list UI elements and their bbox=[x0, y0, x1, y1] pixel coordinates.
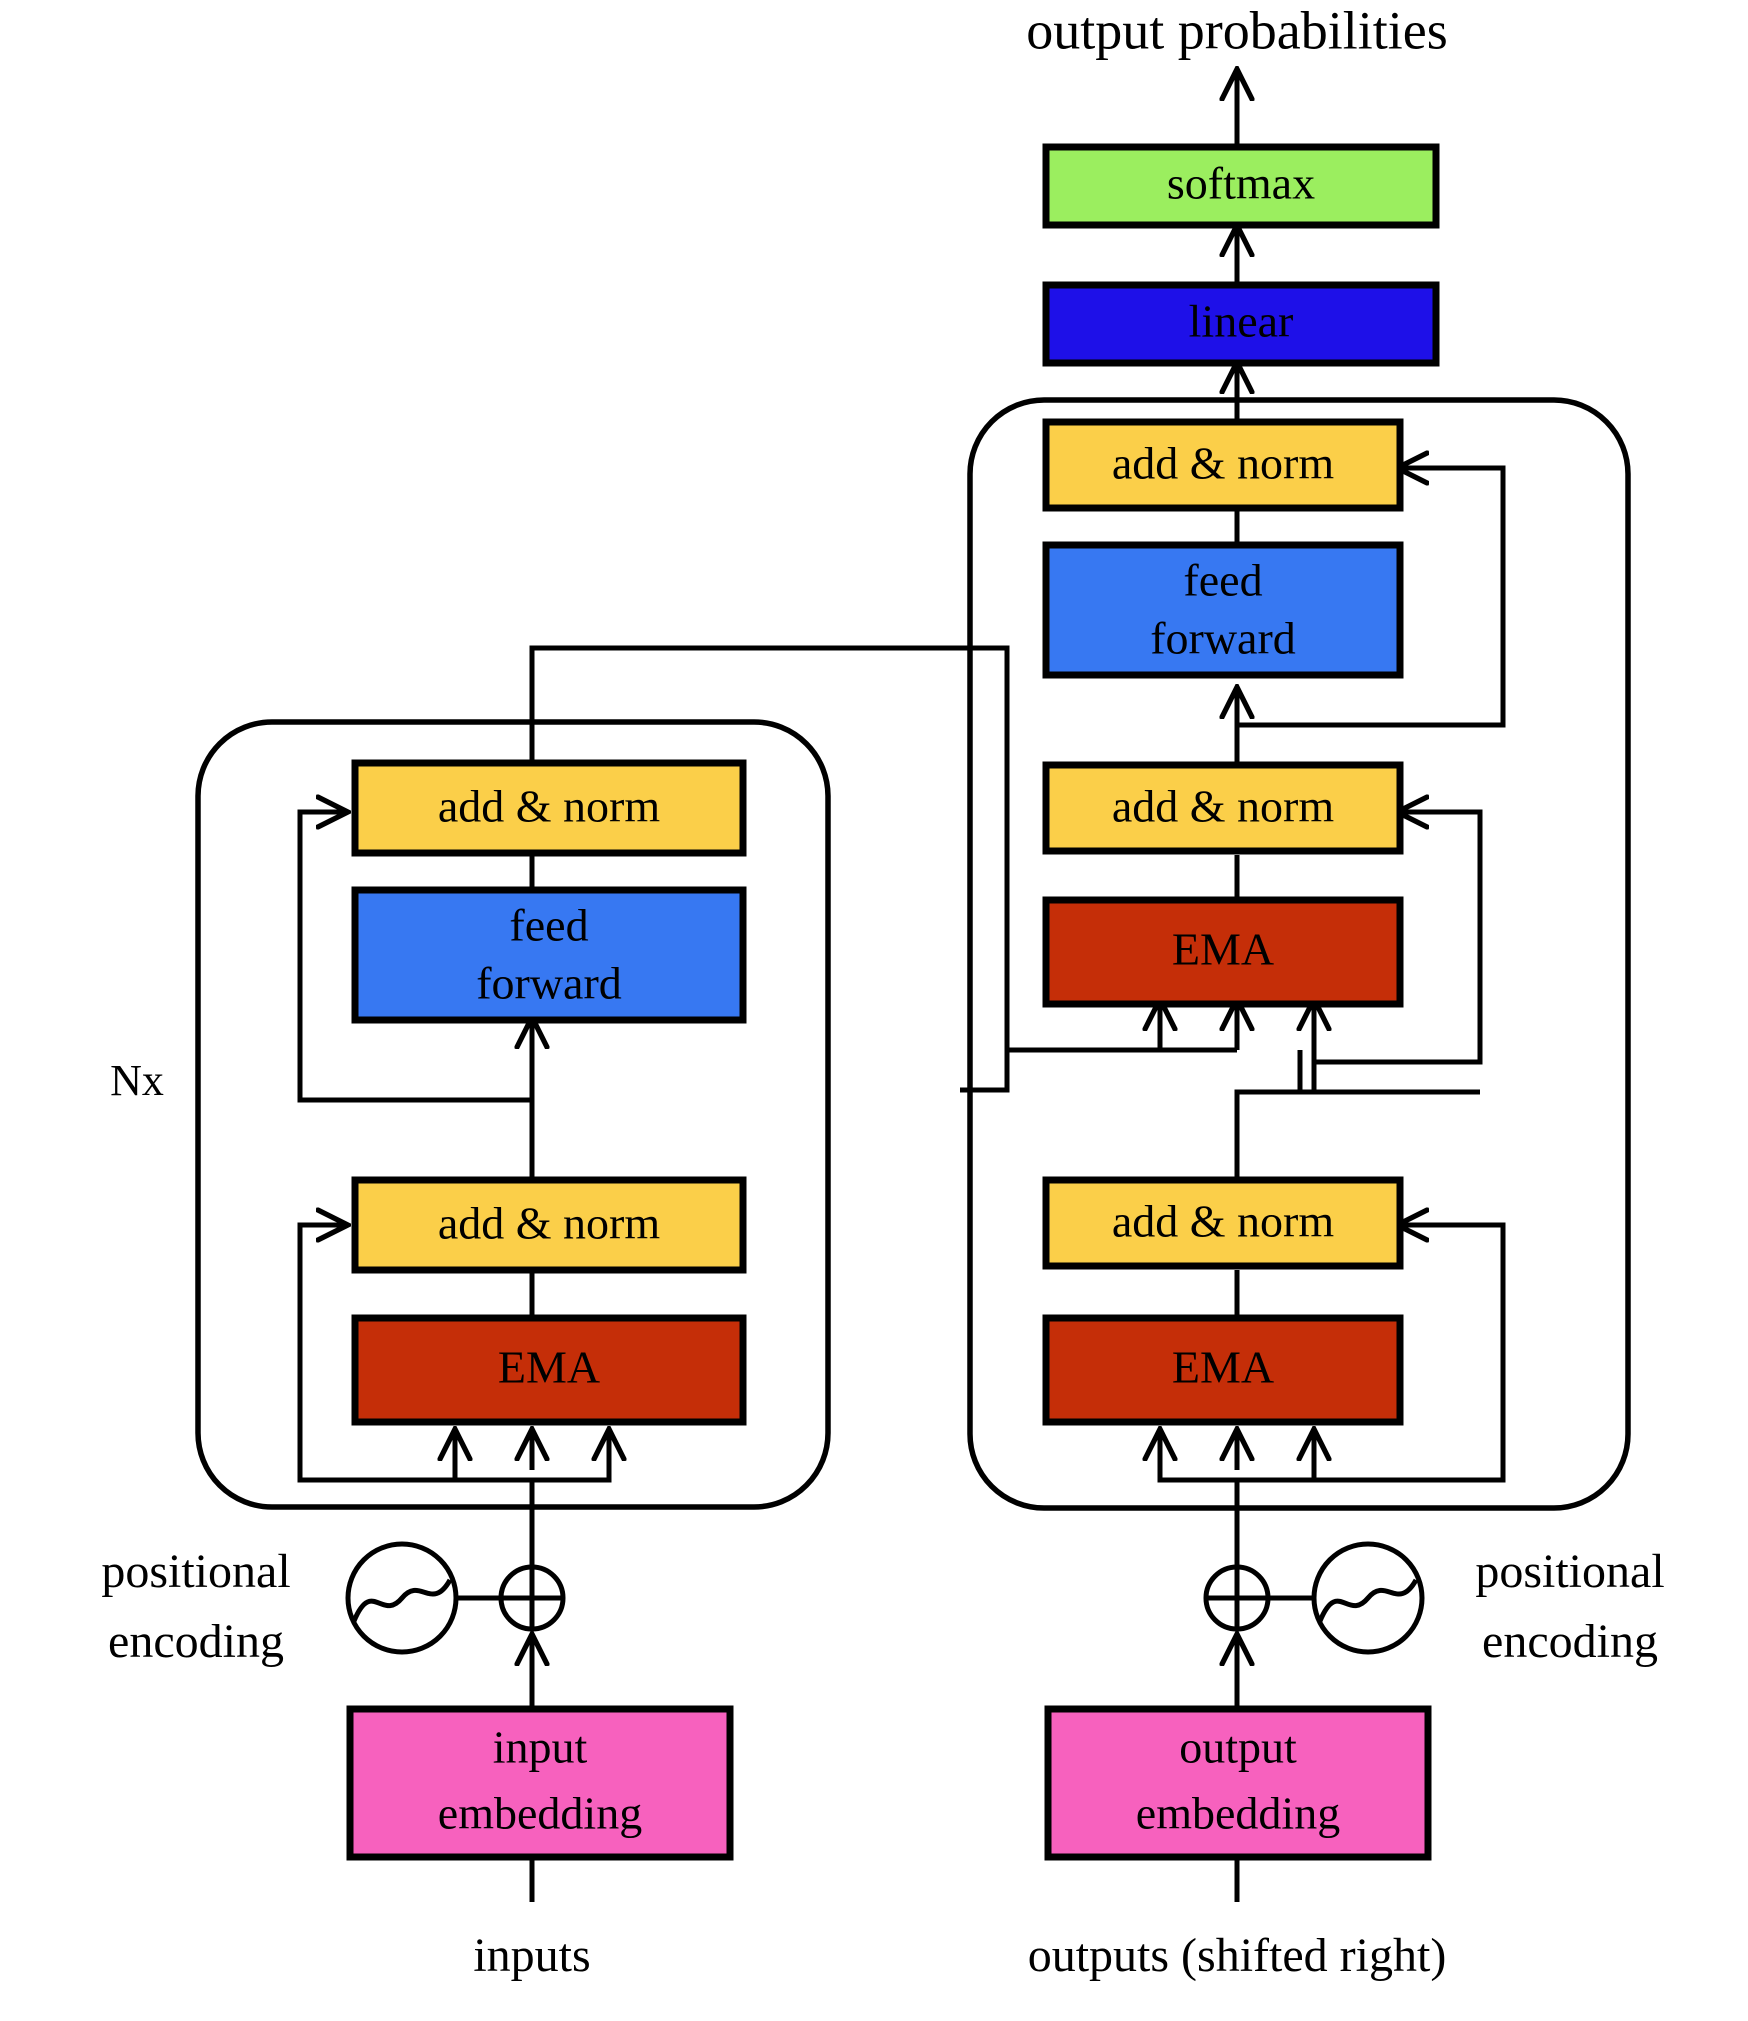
inputs-label: inputs bbox=[473, 1929, 590, 1982]
linear-label: linear bbox=[1189, 296, 1294, 347]
block-enc-ema[interactable]: EMA bbox=[351, 1314, 747, 1426]
encoder-sine-wave-icon bbox=[351, 1578, 453, 1622]
dec-feed-forward-rect[interactable] bbox=[1042, 541, 1404, 679]
block-dec-add-norm-3[interactable]: add & norm bbox=[1042, 418, 1404, 512]
block-dec-ema-self[interactable]: EMA bbox=[1042, 1314, 1404, 1426]
wire-decoder-residual-2 bbox=[1314, 812, 1483, 1065]
dec-feed-forward-label-2: forward bbox=[1150, 613, 1296, 664]
block-linear[interactable]: linear bbox=[1042, 281, 1440, 367]
wire-decoder-residual-3 bbox=[1237, 468, 1506, 728]
input-embedding-label-2: embedding bbox=[438, 1788, 642, 1839]
enc-ema-rect[interactable] bbox=[351, 1314, 747, 1426]
output-embedding-label-2: embedding bbox=[1136, 1788, 1340, 1839]
outputs-shifted-label: outputs (shifted right) bbox=[1028, 1929, 1447, 1982]
enc-ema-label: EMA bbox=[498, 1342, 600, 1393]
wire-decoder-residual-1 bbox=[1237, 1225, 1506, 1483]
block-dec-feed-forward[interactable]: feed forward bbox=[1042, 541, 1404, 679]
dec-add-norm-3-rect[interactable] bbox=[1042, 418, 1404, 512]
encoder-plus-operator bbox=[498, 1564, 566, 1632]
block-enc-feed-forward[interactable]: feed forward bbox=[351, 886, 747, 1024]
block-enc-add-norm-2[interactable]: add & norm bbox=[351, 759, 747, 857]
enc-add-norm-2-rect[interactable] bbox=[351, 759, 747, 857]
dec-add-norm-3-label: add & norm bbox=[1112, 438, 1335, 489]
input-embedding-label-1: input bbox=[493, 1722, 588, 1773]
output-embedding-label-1: output bbox=[1179, 1722, 1297, 1773]
block-output-embedding[interactable]: output embedding bbox=[1044, 1705, 1432, 1861]
block-input-embedding[interactable]: input embedding bbox=[346, 1705, 734, 1861]
enc-feed-forward-label-1: feed bbox=[509, 900, 588, 951]
dec-ema-cross-rect[interactable] bbox=[1042, 896, 1404, 1008]
output-probabilities-label: output probabilities bbox=[1026, 0, 1447, 60]
input-embedding-rect[interactable] bbox=[346, 1705, 734, 1861]
decoder-plus-operator bbox=[1203, 1564, 1271, 1632]
decoder-positional-encoding-label-1: positional bbox=[1475, 1545, 1664, 1598]
block-softmax[interactable]: softmax bbox=[1042, 143, 1440, 229]
dec-ema-self-rect[interactable] bbox=[1042, 1314, 1404, 1426]
dec-feed-forward-label-1: feed bbox=[1183, 555, 1262, 606]
encoder-positional-encoding-label-1: positional bbox=[101, 1545, 290, 1598]
enc-add-norm-1-rect[interactable] bbox=[351, 1176, 747, 1274]
encoder-nx-label: Nx bbox=[110, 1056, 164, 1105]
encoder-plus-glyph bbox=[503, 1569, 561, 1627]
encoder-positional-encoding-icon bbox=[345, 1541, 459, 1655]
dec-add-norm-2-label: add & norm bbox=[1112, 781, 1335, 832]
wire-decoder-encoder-memory-in bbox=[1004, 1047, 1160, 1090]
block-dec-ema-cross[interactable]: EMA bbox=[1042, 896, 1404, 1008]
enc-add-norm-1-label: add & norm bbox=[438, 1198, 661, 1249]
encoder-stack-container bbox=[195, 719, 831, 1510]
enc-feed-forward-label-2: forward bbox=[476, 958, 622, 1009]
linear-rect[interactable] bbox=[1042, 281, 1440, 367]
dec-add-norm-2-rect[interactable] bbox=[1042, 761, 1404, 855]
enc-add-norm-2-label: add & norm bbox=[438, 781, 661, 832]
enc-feed-forward-rect[interactable] bbox=[351, 886, 747, 1024]
dec-ema-cross-label: EMA bbox=[1172, 924, 1274, 975]
block-enc-add-norm-1[interactable]: add & norm bbox=[351, 1176, 747, 1274]
dec-add-norm-1-rect[interactable] bbox=[1042, 1176, 1404, 1270]
decoder-positional-encoding-label-2: encoding bbox=[1482, 1615, 1658, 1668]
encoder-positional-encoding-label-2: encoding bbox=[108, 1615, 284, 1668]
block-dec-add-norm-1[interactable]: add & norm bbox=[1042, 1176, 1404, 1270]
wire-decoder-addnorm1-to-crossema bbox=[1234, 1050, 1303, 1180]
decoder-stack-container bbox=[967, 397, 1631, 1511]
wire-encoder-output-to-decoder bbox=[529, 645, 1010, 1093]
dec-add-norm-1-label: add & norm bbox=[1112, 1196, 1335, 1247]
softmax-rect[interactable] bbox=[1042, 143, 1440, 229]
block-dec-add-norm-2[interactable]: add & norm bbox=[1042, 761, 1404, 855]
decoder-plus-glyph bbox=[1208, 1569, 1266, 1627]
decoder-sine-wave-icon bbox=[1317, 1578, 1419, 1622]
softmax-label: softmax bbox=[1167, 158, 1315, 209]
output-embedding-rect[interactable] bbox=[1044, 1705, 1432, 1861]
dec-ema-self-label: EMA bbox=[1172, 1342, 1274, 1393]
decoder-positional-encoding-icon bbox=[1311, 1541, 1425, 1655]
wire-encoder-residual-2 bbox=[297, 812, 532, 1103]
wire-encoder-residual-1 bbox=[297, 1225, 532, 1483]
